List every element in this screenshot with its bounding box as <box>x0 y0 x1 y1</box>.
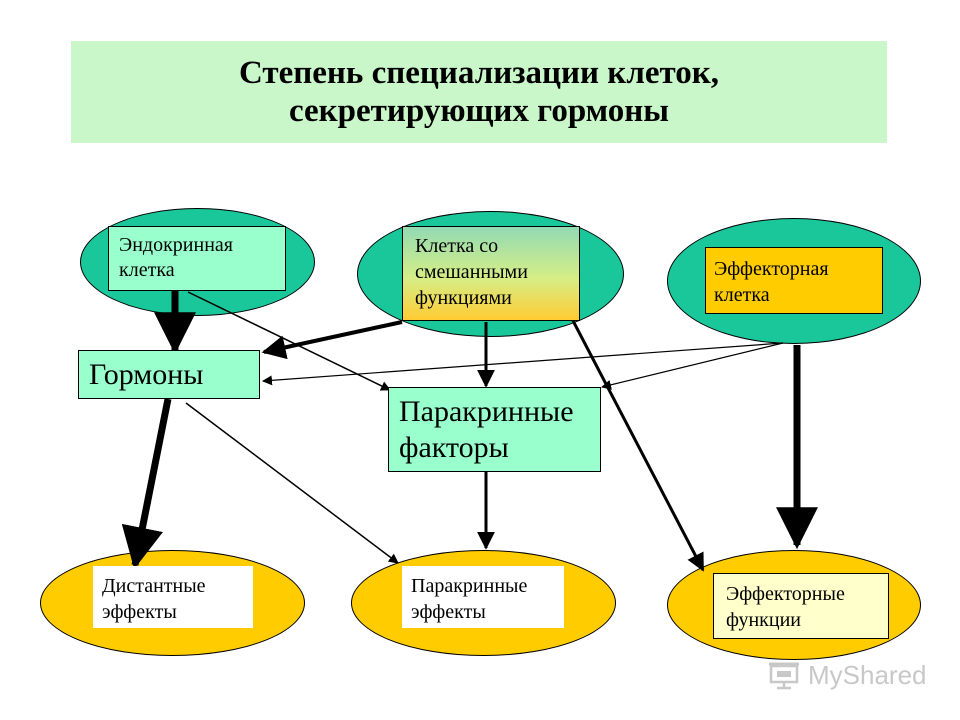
arrow-mixed-to-hormones <box>261 320 403 360</box>
arrow-hormones-to-paracrine-effects <box>185 402 399 564</box>
arrow-effector-to-hormones <box>262 342 784 386</box>
presentation-icon <box>769 662 799 690</box>
distant-effects-line-2: эффекты <box>102 601 177 623</box>
endocrine-cell-line-1: Эндокринная <box>119 234 233 256</box>
watermark: MyShared <box>768 655 927 695</box>
endocrine-cell-line-2: клетка <box>119 259 175 281</box>
endocrine-cell-box: Эндокринная клетка <box>108 226 286 291</box>
mixed-cell-line-3: функциями <box>415 287 512 309</box>
arrow-effector-to-paracrine-factors <box>601 342 784 390</box>
effector-cell-line-2: клетка <box>714 284 770 306</box>
paracrine-effects-box: Паракринные эффекты <box>402 566 564 628</box>
arrow-hormones-to-distant-effects <box>121 398 172 570</box>
title-line-1: Степень специализации клеток, <box>238 55 720 91</box>
paracrine-factors-line-1: Паракринные <box>399 395 574 428</box>
distant-effects-box: Дистантные эффекты <box>93 566 253 628</box>
paracrine-effects-line-1: Паракринные <box>411 575 528 597</box>
distant-effects-line-1: Дистантные <box>102 575 206 597</box>
title-banner: Степень специализации клеток, секретирую… <box>71 41 887 143</box>
effector-cell-box: Эффекторная клетка <box>705 247 883 314</box>
paracrine-effects-line-2: эффекты <box>411 601 486 623</box>
hormones-label: Гормоны <box>89 358 204 391</box>
effector-functions-line-2: функции <box>726 609 801 631</box>
paracrine-factors-box: Паракринные факторы <box>388 387 601 472</box>
effector-functions-line-1: Эффекторные <box>726 583 845 605</box>
mixed-cell-box: Клетка со смешанными функциями <box>402 226 580 321</box>
mixed-cell-line-1: Клетка со <box>415 235 499 257</box>
title-line-2: секретирующих гормоны <box>288 93 670 129</box>
hormones-box: Гормоны <box>78 350 260 399</box>
mixed-cell-line-2: смешанными <box>415 261 528 283</box>
watermark-text: MyShared <box>808 659 927 690</box>
effector-functions-box: Эффекторные функции <box>713 573 889 639</box>
paracrine-factors-line-2: факторы <box>399 431 509 464</box>
effector-cell-line-1: Эффекторная <box>714 258 829 280</box>
